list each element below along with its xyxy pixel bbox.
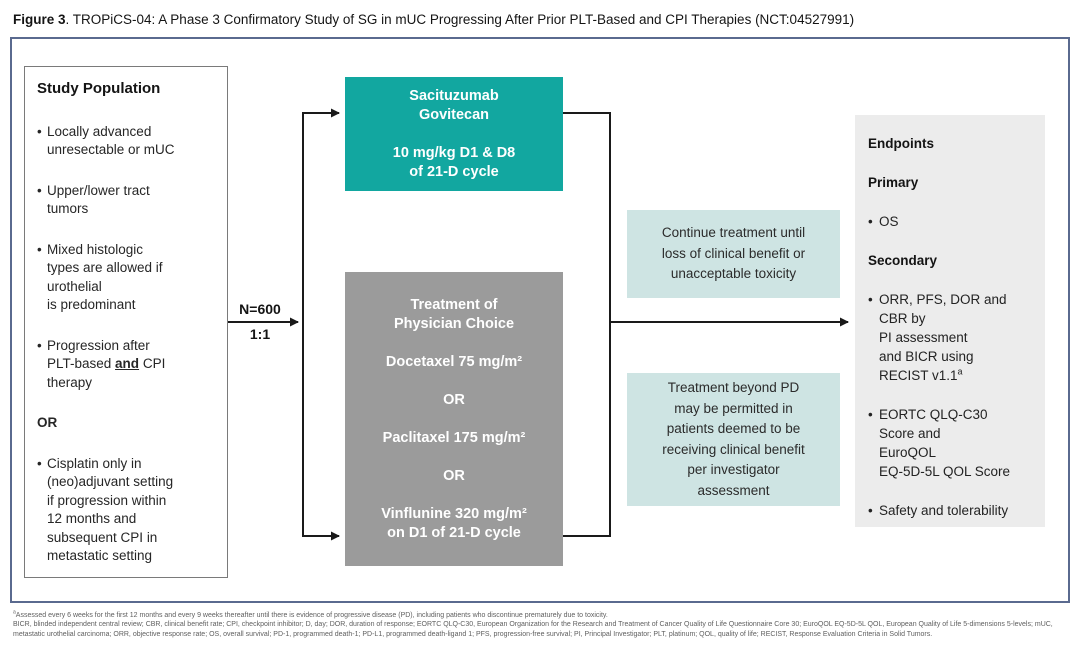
primary-endpoint-item: • OS (868, 212, 1032, 231)
bullet-icon: • (868, 407, 873, 422)
endpoints-box: Endpoints Primary • OS Secondary • ORR, … (855, 115, 1045, 527)
sacituzumab-govitecan-arm-box: Sacituzumab Govitecan 10 mg/kg D1 & D8 o… (345, 77, 563, 191)
footnote-text: Assessed every 6 weeks for the first 12 … (15, 612, 608, 619)
study-population-item-text: Cisplatin only in (neo)adjuvant setting … (47, 455, 174, 564)
secondary-endpoint-text: ORR, PFS, DOR and CBR by PI assessment a… (879, 290, 1007, 385)
treatment-beyond-pd-note-box: Treatment beyond PD may be permitted in … (627, 373, 840, 506)
study-population-item: • Mixed histologic types are allowed if … (37, 241, 215, 315)
randomization-ratio-label: 1:1 (249, 326, 271, 342)
item-text-segment: CPI therapy (47, 356, 166, 390)
endpoint-text-segment: ORR, PFS, DOR and CBR by PI assessment a… (879, 292, 1007, 383)
bullet-icon: • (37, 123, 42, 139)
figure-caption-text: . TROPiCS-04: A Phase 3 Confirmatory Stu… (65, 12, 855, 27)
study-population-item: • Upper/lower tract tumors (37, 182, 215, 219)
or-divider-label: OR (37, 415, 58, 430)
secondary-endpoint-item: • EORTC QLQ-C30 Score and EuroQOL EQ-5D-… (868, 405, 1032, 481)
study-population-item-text: Mixed histologic types are allowed if ur… (47, 241, 163, 313)
bullet-icon: • (37, 241, 42, 257)
footnote-marker: a (957, 366, 963, 377)
item-text-segment: Progression after PLT-based (47, 337, 150, 372)
secondary-endpoint-text: Safety and tolerability (879, 503, 1009, 518)
sample-size-label: N=600 (239, 301, 281, 317)
study-population-item: • Locally advanced unresectable or mUC (37, 123, 215, 160)
physician-choice-arm-box: Treatment of Physician Choice Docetaxel … (345, 272, 563, 566)
bullet-icon: • (868, 214, 873, 229)
figure-number: Figure 3 (13, 12, 66, 27)
study-population-item: • Cisplatin only in (neo)adjuvant settin… (37, 455, 215, 566)
footnotes: aAssessed every 6 weeks for the first 12… (13, 609, 1071, 639)
study-population-box: Study Population • Locally advanced unre… (24, 66, 228, 578)
footnote-marker: a (13, 609, 16, 616)
study-population-title: Study Population (37, 80, 161, 97)
study-population-item-text: Progression after PLT-based and CPI ther… (47, 337, 165, 393)
emphasized-and: and (115, 356, 140, 371)
bullet-icon: • (37, 182, 42, 198)
study-population-item: • Progression after PLT-based and CPI th… (37, 337, 215, 393)
endpoints-title: Endpoints (868, 136, 934, 151)
secondary-endpoint-item: • Safety and tolerability (868, 501, 1032, 520)
primary-endpoints-label: Primary (868, 175, 919, 190)
study-population-item-text: Upper/lower tract tumors (47, 182, 150, 217)
bullet-icon: • (37, 455, 42, 471)
secondary-endpoint-text: EORTC QLQ-C30 Score and EuroQOL EQ-5D-5L… (879, 407, 1011, 479)
primary-endpoint-text: OS (879, 214, 899, 229)
footnote-abbreviations: BICR, blinded independent central review… (13, 621, 1053, 638)
secondary-endpoints-label: Secondary (868, 253, 938, 268)
figure-caption: Figure 3. TROPiCS-04: A Phase 3 Confirma… (13, 12, 854, 27)
study-population-item-text: Locally advanced unresectable or mUC (47, 123, 175, 158)
footnote-assessment: aAssessed every 6 weeks for the first 12… (13, 609, 1071, 620)
secondary-endpoint-item: • ORR, PFS, DOR and CBR by PI assessment… (868, 290, 1032, 385)
bullet-icon: • (868, 292, 873, 307)
bullet-icon: • (37, 337, 42, 353)
continue-treatment-note-box: Continue treatment until loss of clinica… (627, 210, 840, 298)
bullet-icon: • (868, 503, 873, 518)
